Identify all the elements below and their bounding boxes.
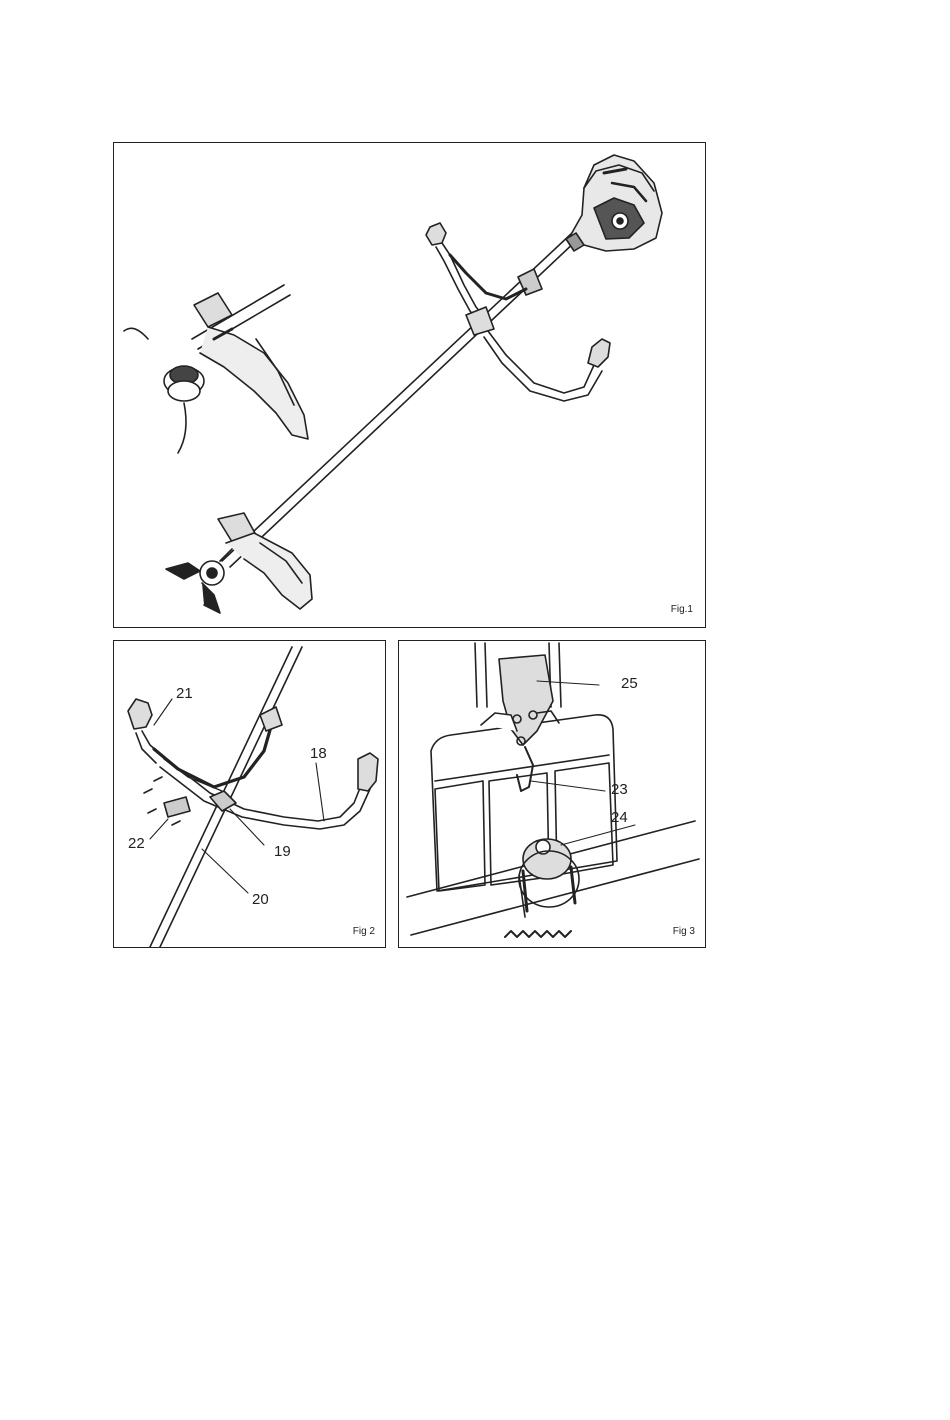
figure-2-panel: 21 18 22 19 20 Fig 2	[113, 640, 386, 948]
figure-1-label: Fig.1	[671, 604, 693, 615]
callout-25: 25	[621, 675, 638, 692]
callout-19: 19	[274, 843, 291, 860]
callout-20: 20	[252, 891, 269, 908]
handle-assembly-drawing	[114, 641, 386, 948]
figure-1-panel: Fig.1	[113, 142, 706, 628]
figure-3-label: Fig 3	[673, 926, 695, 937]
figure-2-label: Fig 2	[353, 926, 375, 937]
harness-hook-drawing	[399, 641, 706, 948]
figure-3-panel: 25 23 24 Fig 3	[398, 640, 706, 948]
callout-22: 22	[128, 835, 145, 852]
callout-24: 24	[611, 809, 628, 826]
callout-23: 23	[611, 781, 628, 798]
callout-18: 18	[310, 745, 327, 762]
brushcutter-overview-drawing	[114, 143, 706, 628]
callout-21: 21	[176, 685, 193, 702]
